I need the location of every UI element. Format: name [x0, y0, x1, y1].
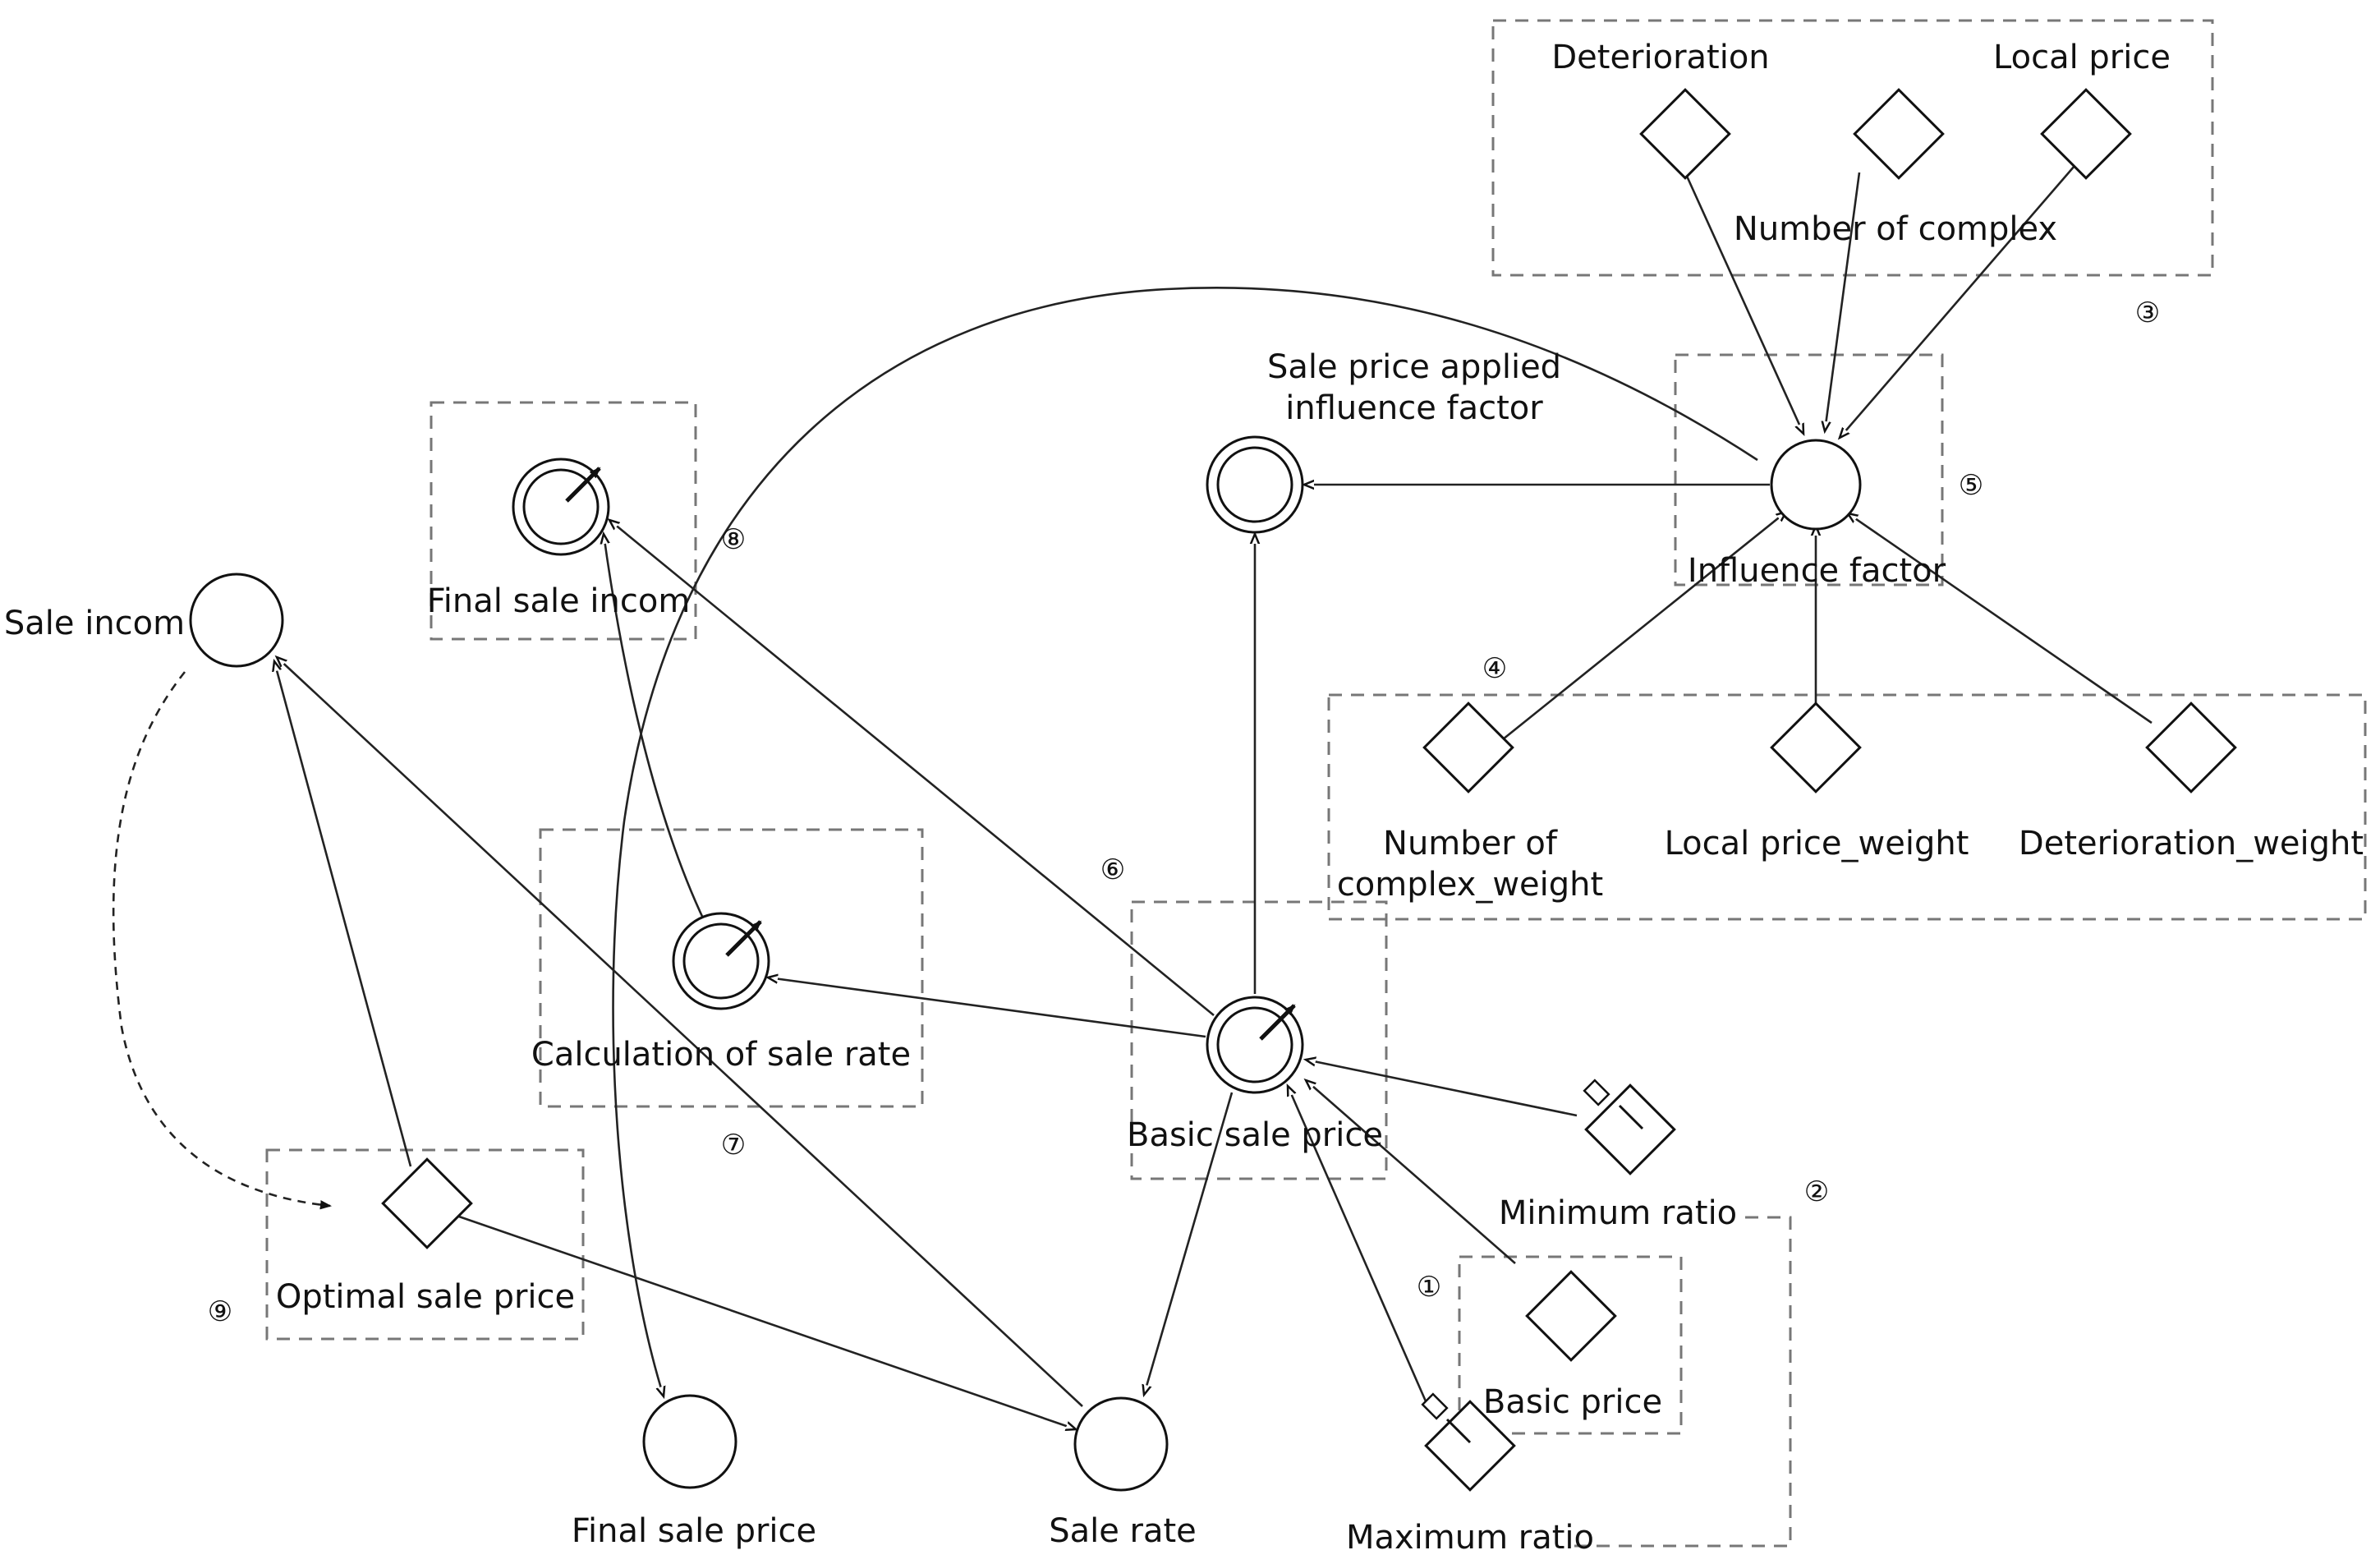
group-number-9: ⑨ — [208, 1295, 232, 1328]
group-number-1: ① — [1417, 1271, 1441, 1304]
group-numbers: ① ② ③ ④ ⑤ ⑥ ⑦ ⑧ ⑨ — [208, 297, 2160, 1328]
edge-deterioration-to-influence — [1684, 172, 1803, 434]
trend-arrow-icon — [565, 467, 601, 503]
label-sale-price-applied-1: Sale price applied — [1267, 348, 1561, 386]
edge-optimal-to-saleincom — [274, 661, 412, 1167]
label-local-price-weight: Local price_weight — [1665, 825, 1969, 862]
circle-sale-rate[interactable] — [1073, 1396, 1169, 1492]
edge-basicprice-to-basic — [1306, 1080, 1516, 1264]
diamond-number-of-complex[interactable] — [1853, 88, 1945, 180]
double-circle-final-sale-incom[interactable] — [512, 458, 610, 556]
label-sale-price-applied-2: influence factor — [1285, 389, 1543, 427]
label-calculation-of-sale-rate: Calculation of sale rate — [531, 1036, 911, 1074]
label-deterioration: Deterioration — [1551, 39, 1769, 76]
ratio-tick-icon — [1618, 1104, 1644, 1130]
diamond-local-price[interactable] — [2040, 88, 2132, 180]
group-box-1 — [1458, 1255, 1683, 1435]
diamond-local-price-weight[interactable] — [1770, 702, 1862, 794]
edge-basic-to-finalincom — [609, 520, 1215, 1017]
double-circle-sale-price-applied[interactable] — [1206, 435, 1304, 534]
circle-influence-factor[interactable] — [1770, 439, 1862, 531]
label-deterioration-weight: Deterioration_weight — [2019, 825, 2364, 862]
edge-saleincom-to-optimal-dashed — [112, 671, 330, 1206]
circle-final-sale-price[interactable] — [642, 1394, 737, 1489]
group-box-3 — [1491, 19, 2214, 277]
edge-calc-to-finalincom — [604, 534, 706, 922]
group-box-5 — [1674, 353, 1944, 586]
ratio-tab-icon — [1421, 1392, 1449, 1420]
diamond-deterioration-weight[interactable] — [2145, 702, 2237, 794]
group-box-7 — [539, 828, 924, 1108]
group-number-5: ⑤ — [1959, 469, 1983, 502]
group-boxes — [265, 19, 2367, 1548]
label-sale-rate: Sale rate — [1049, 1512, 1197, 1550]
group-number-6: ⑥ — [1100, 853, 1125, 886]
double-circle-calculation-of-sale-rate[interactable] — [672, 912, 770, 1010]
label-basic-price: Basic price — [1483, 1383, 1662, 1421]
labels: Deterioration Local price Number of comp… — [4, 39, 2364, 1557]
edge-maxratio-to-basic — [1288, 1086, 1431, 1410]
edge-complex-to-influence — [1825, 172, 1861, 431]
group-number-7: ⑦ — [721, 1129, 746, 1162]
trend-arrow-icon — [1259, 1004, 1296, 1041]
trend-arrow-icon — [725, 920, 762, 957]
nodes — [189, 88, 2237, 1492]
edge-complexweight-to-influence — [1502, 512, 1786, 741]
label-local-price: Local price — [1993, 39, 2171, 76]
diamond-optimal-sale-price[interactable] — [381, 1157, 473, 1249]
edge-minratio-to-basic — [1306, 1060, 1578, 1117]
diamond-maximum-ratio[interactable] — [1424, 1400, 1516, 1492]
group-box-9 — [265, 1148, 585, 1341]
diamond-number-of-complex-weight[interactable] — [1422, 702, 1514, 794]
label-basic-sale-price: Basic sale price — [1127, 1116, 1383, 1154]
diamond-basic-price[interactable] — [1525, 1270, 1617, 1362]
group-box-2 — [1570, 1216, 1792, 1548]
label-number-of-complex-weight-2: complex_weight — [1337, 866, 1603, 904]
diamond-minimum-ratio[interactable] — [1584, 1083, 1676, 1175]
edge-detweight-to-influence — [1848, 513, 2153, 724]
edge-localprice-to-influence — [1840, 165, 2075, 438]
ratio-tab-icon — [1583, 1079, 1610, 1106]
edge-basic-to-salerate — [1144, 1092, 1234, 1395]
diamond-deterioration[interactable] — [1639, 88, 1731, 180]
group-number-2: ② — [1804, 1175, 1829, 1208]
label-final-sale-incom: Final sale incom — [427, 582, 691, 620]
label-number-of-complex: Number of complex — [1734, 210, 2057, 248]
group-number-3: ③ — [2135, 297, 2160, 329]
edge-basic-to-calc — [768, 978, 1206, 1038]
group-box-8 — [430, 401, 697, 641]
edges — [112, 165, 2153, 1429]
group-number-4: ④ — [1482, 652, 1507, 685]
double-circle-basic-sale-price[interactable] — [1206, 996, 1304, 1094]
label-maximum-ratio: Maximum ratio — [1346, 1519, 1594, 1557]
label-final-sale-price: Final sale price — [572, 1512, 816, 1550]
label-number-of-complex-weight-1: Number of — [1383, 825, 1558, 862]
ratio-tick-icon — [1445, 1418, 1472, 1444]
circle-sale-incom[interactable] — [189, 573, 284, 668]
label-sale-incom: Sale incom — [4, 605, 185, 642]
label-influence-factor: Influence factor — [1688, 552, 1946, 590]
group-box-4 — [1327, 693, 2367, 921]
label-minimum-ratio: Minimum ratio — [1499, 1194, 1737, 1232]
edge-optimal-to-salerate — [456, 1214, 1076, 1429]
label-optimal-sale-price: Optimal sale price — [276, 1278, 575, 1316]
edge-influence-to-finalprice-arc — [612, 287, 1758, 1396]
group-number-8: ⑧ — [721, 523, 746, 556]
edge-salerate-to-saleincom — [277, 657, 1083, 1407]
